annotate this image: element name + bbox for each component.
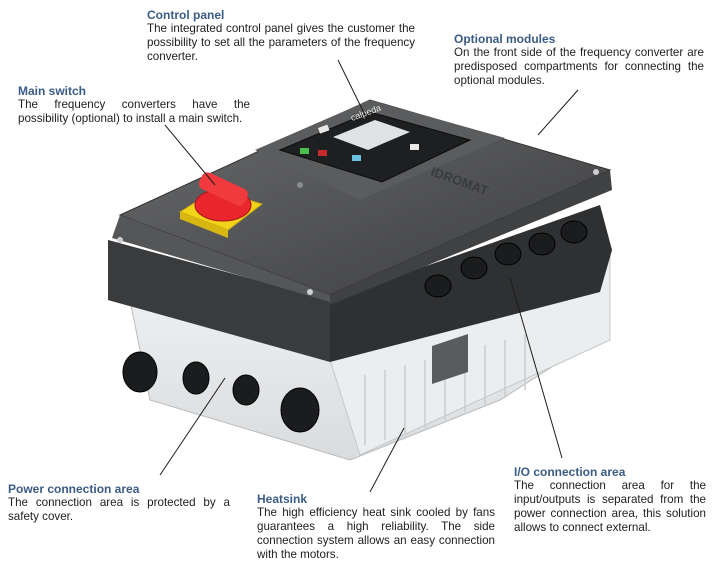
- callout-text: On the front side of the frequency conve…: [454, 46, 704, 87]
- callout-control-panel: Control panel The integrated control pan…: [147, 8, 415, 64]
- heatsink-base: [129, 248, 611, 461]
- callout-title: Heatsink: [257, 492, 308, 506]
- callout-title: Main switch: [18, 84, 87, 98]
- callout-io-connection: I/O connection area The connection area …: [514, 465, 706, 535]
- callout-power-connection: Power connection area The connection are…: [8, 482, 230, 524]
- control-panel: calpeda: [278, 103, 472, 183]
- callout-title: Control panel: [147, 8, 225, 22]
- callout-heatsink: Heatsink The high efficiency heat sink c…: [257, 492, 495, 562]
- io-cable-glands: [424, 220, 588, 298]
- leader-lines: [159, 59, 579, 493]
- callout-title: Power connection area: [8, 482, 140, 496]
- callout-optional-modules: Optional modules On the front side of th…: [454, 32, 704, 88]
- callout-text: The connection area is protected by a sa…: [8, 496, 230, 523]
- callout-text: The integrated control panel gives the c…: [147, 22, 415, 63]
- callout-text: The frequency converters have the possib…: [18, 98, 250, 125]
- callout-text: The connection area for the input/output…: [514, 479, 706, 534]
- callout-main-switch: Main switch The frequency converters hav…: [18, 84, 250, 126]
- power-cable-glands: [122, 351, 320, 433]
- callout-title: Optional modules: [454, 32, 556, 46]
- io-cover-window: [432, 334, 468, 384]
- callout-text: The high efficiency heat sink cooled by …: [257, 506, 495, 561]
- callout-title: I/O connection area: [514, 465, 626, 479]
